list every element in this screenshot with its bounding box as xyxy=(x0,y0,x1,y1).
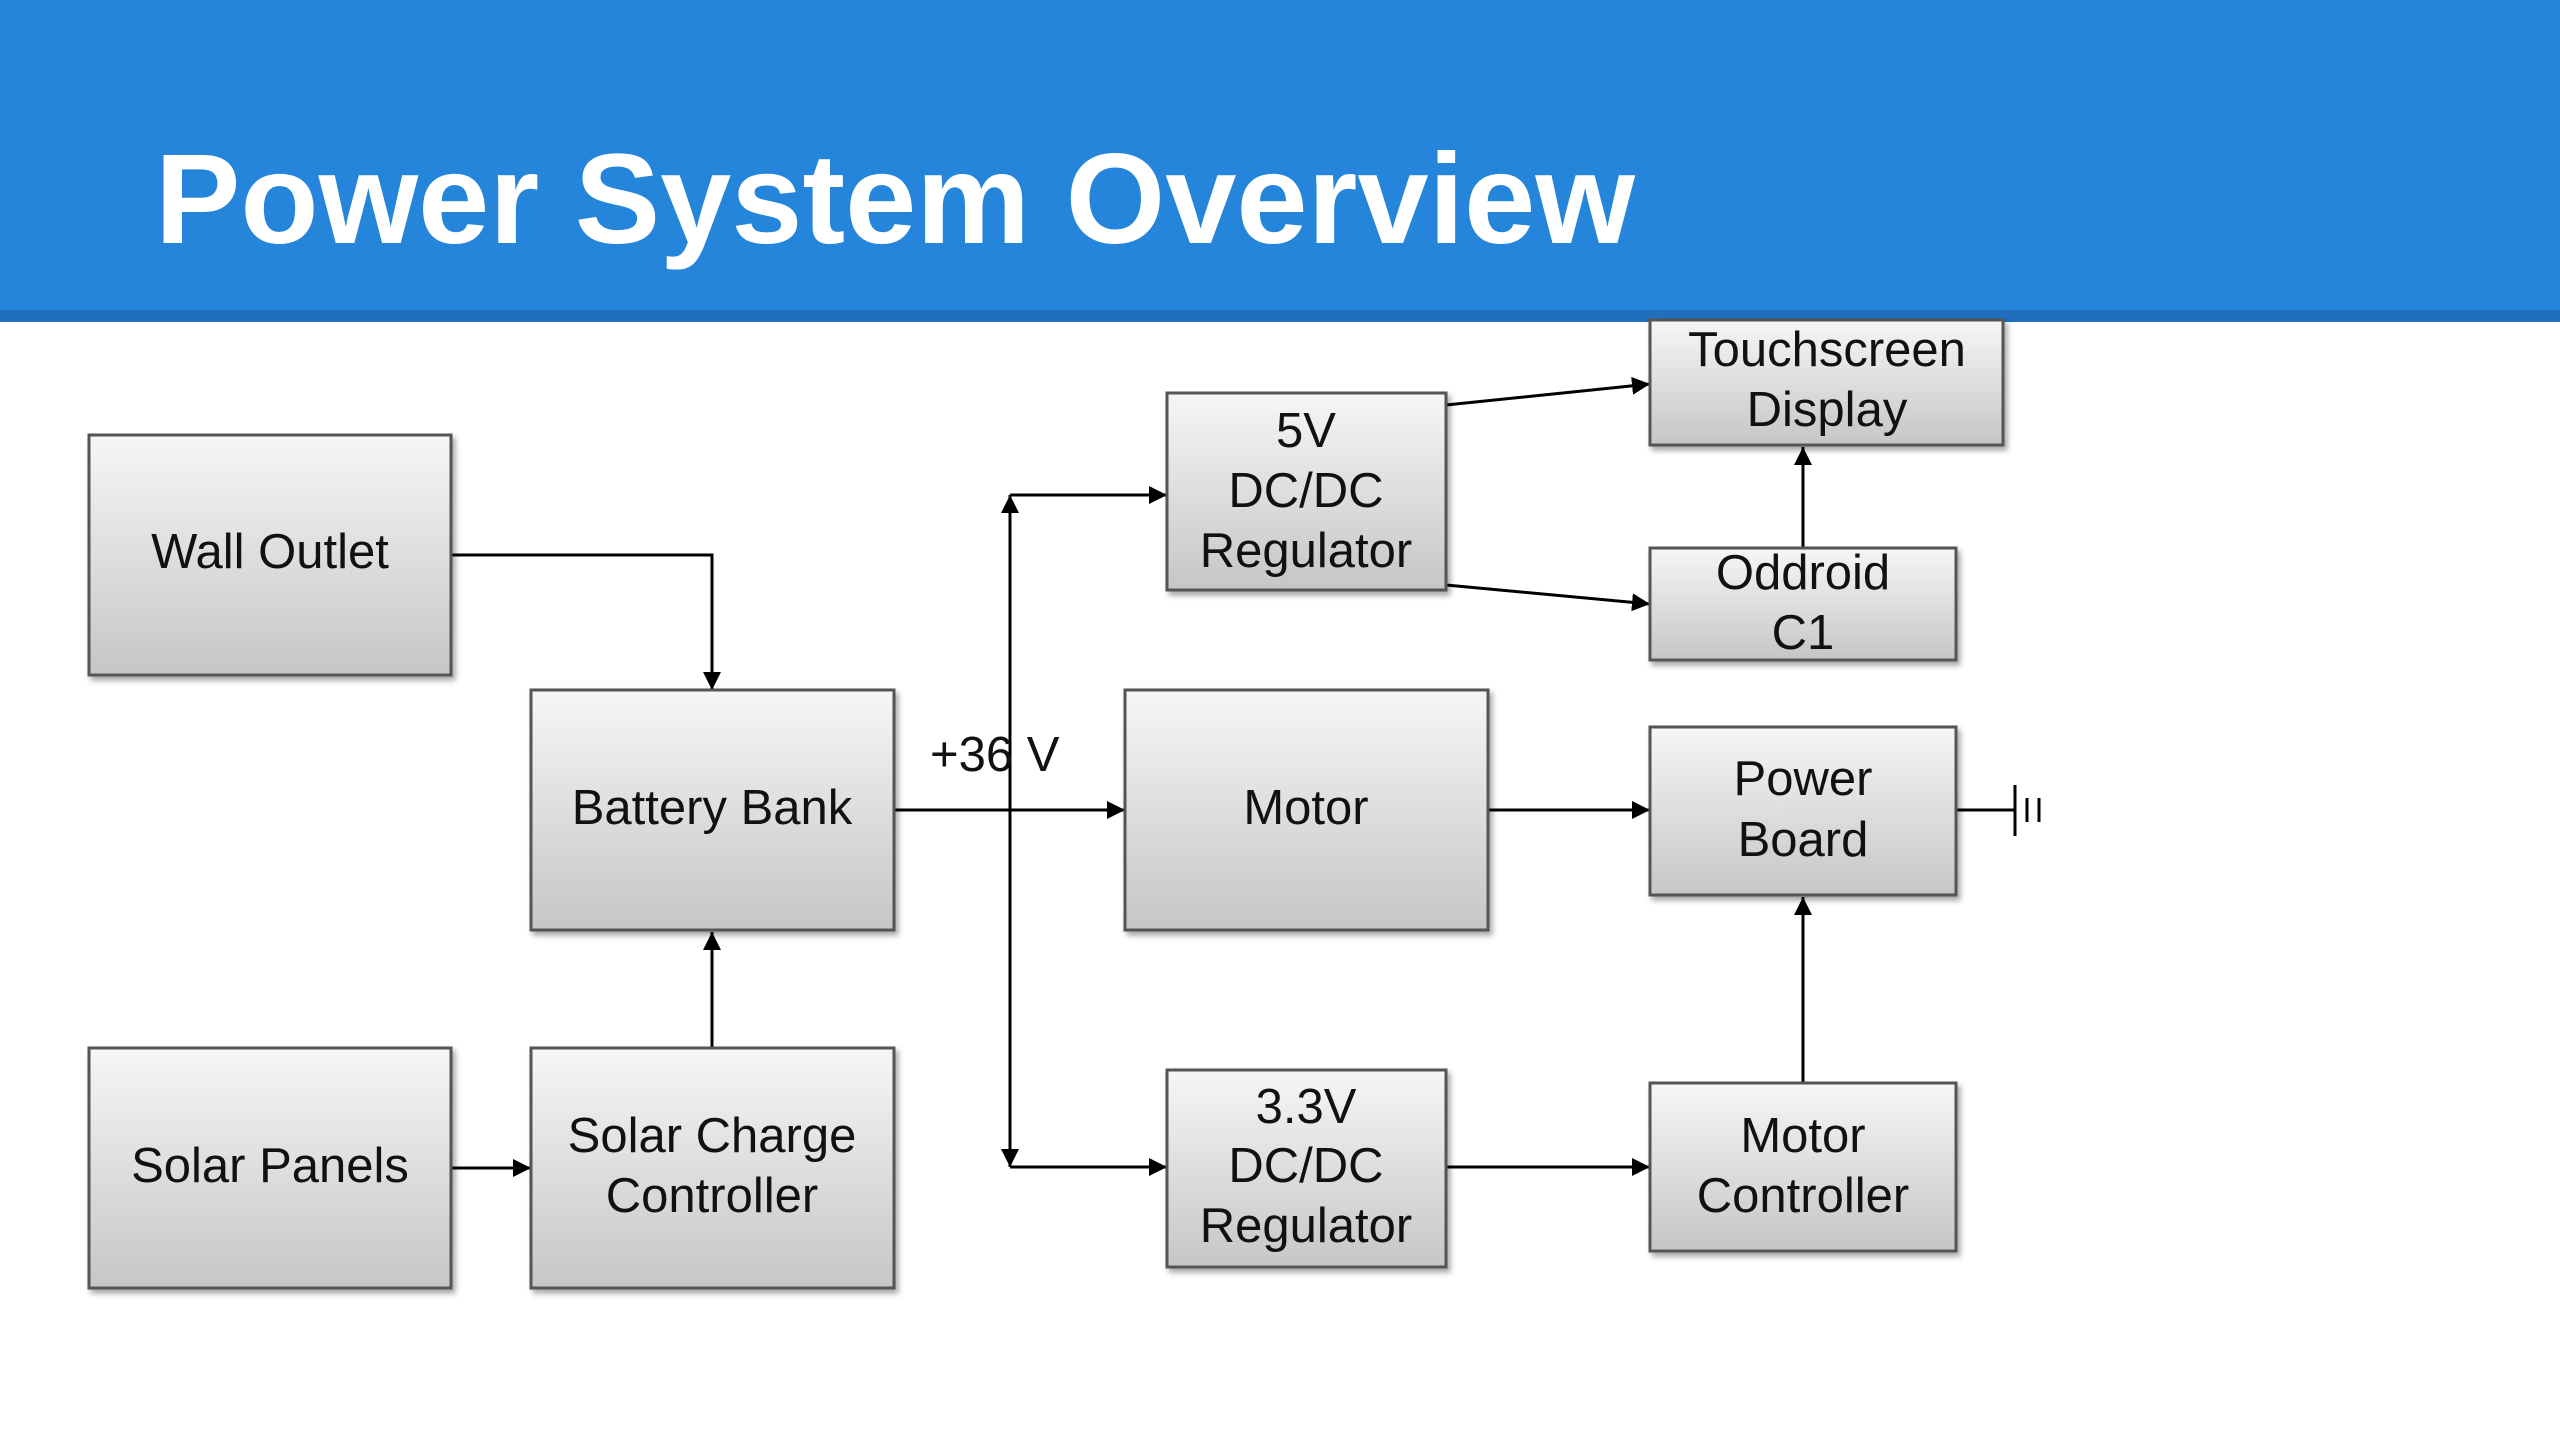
block-label: Wall Outlet xyxy=(151,525,389,579)
wall-to-battery-connector xyxy=(451,553,721,690)
block-label: Solar Charge xyxy=(568,1109,857,1163)
block-3v3-dcdc-regulator: 3.3V DC/DC Regulator xyxy=(1165,1068,1448,1269)
block-touchscreen-display: Touchscreen Display xyxy=(1648,318,2005,447)
block-label: Motor xyxy=(1740,1109,1865,1163)
block-label: 5V xyxy=(1276,404,1336,458)
connectors xyxy=(451,376,1812,1177)
slide-title: Power System Overview xyxy=(155,128,1635,271)
block-label: Regulator xyxy=(1200,1199,1412,1253)
block-solar-charge-controller: Solar Charge Controller xyxy=(529,1046,896,1290)
block-battery-bank: Battery Bank xyxy=(529,688,896,932)
block-label: 3.3V xyxy=(1256,1080,1357,1134)
block-label: Power xyxy=(1734,752,1873,806)
block-label: Touchscreen xyxy=(1688,323,1966,377)
5v-regulator-to-oddroid-connector xyxy=(1445,583,1651,612)
block-label: Oddroid xyxy=(1716,546,1890,600)
block-motor-controller: Motor Controller xyxy=(1648,1081,1958,1253)
block-label: Controller xyxy=(1697,1169,1909,1223)
block-label: C1 xyxy=(1772,606,1835,660)
block-label: Display xyxy=(1747,383,1908,437)
block-oddroid-c1: Oddroid C1 xyxy=(1648,546,1958,662)
block-label: Regulator xyxy=(1200,524,1412,578)
block-label: Controller xyxy=(606,1169,818,1223)
bus-voltage-label: +36 V xyxy=(930,728,1060,782)
block-label: Battery Bank xyxy=(572,781,853,835)
block-label: Solar Panels xyxy=(131,1139,409,1193)
block-motor: Motor xyxy=(1123,688,1490,932)
battery-symbol-icon xyxy=(1956,785,2041,836)
block-label: DC/DC xyxy=(1228,464,1383,518)
block-label: DC/DC xyxy=(1228,1139,1383,1193)
block-solar-panels: Solar Panels xyxy=(87,1046,453,1290)
block-power-board: Power Board xyxy=(1648,725,1958,897)
5v-regulator-to-touchscreen-connector xyxy=(1445,376,1651,407)
block-5v-dcdc-regulator: 5V DC/DC Regulator xyxy=(1165,391,1448,592)
block-label: Motor xyxy=(1243,781,1368,835)
title-bar xyxy=(0,0,2560,310)
block-wall-outlet: Wall Outlet xyxy=(87,433,453,677)
block-label: Board xyxy=(1738,813,1869,867)
